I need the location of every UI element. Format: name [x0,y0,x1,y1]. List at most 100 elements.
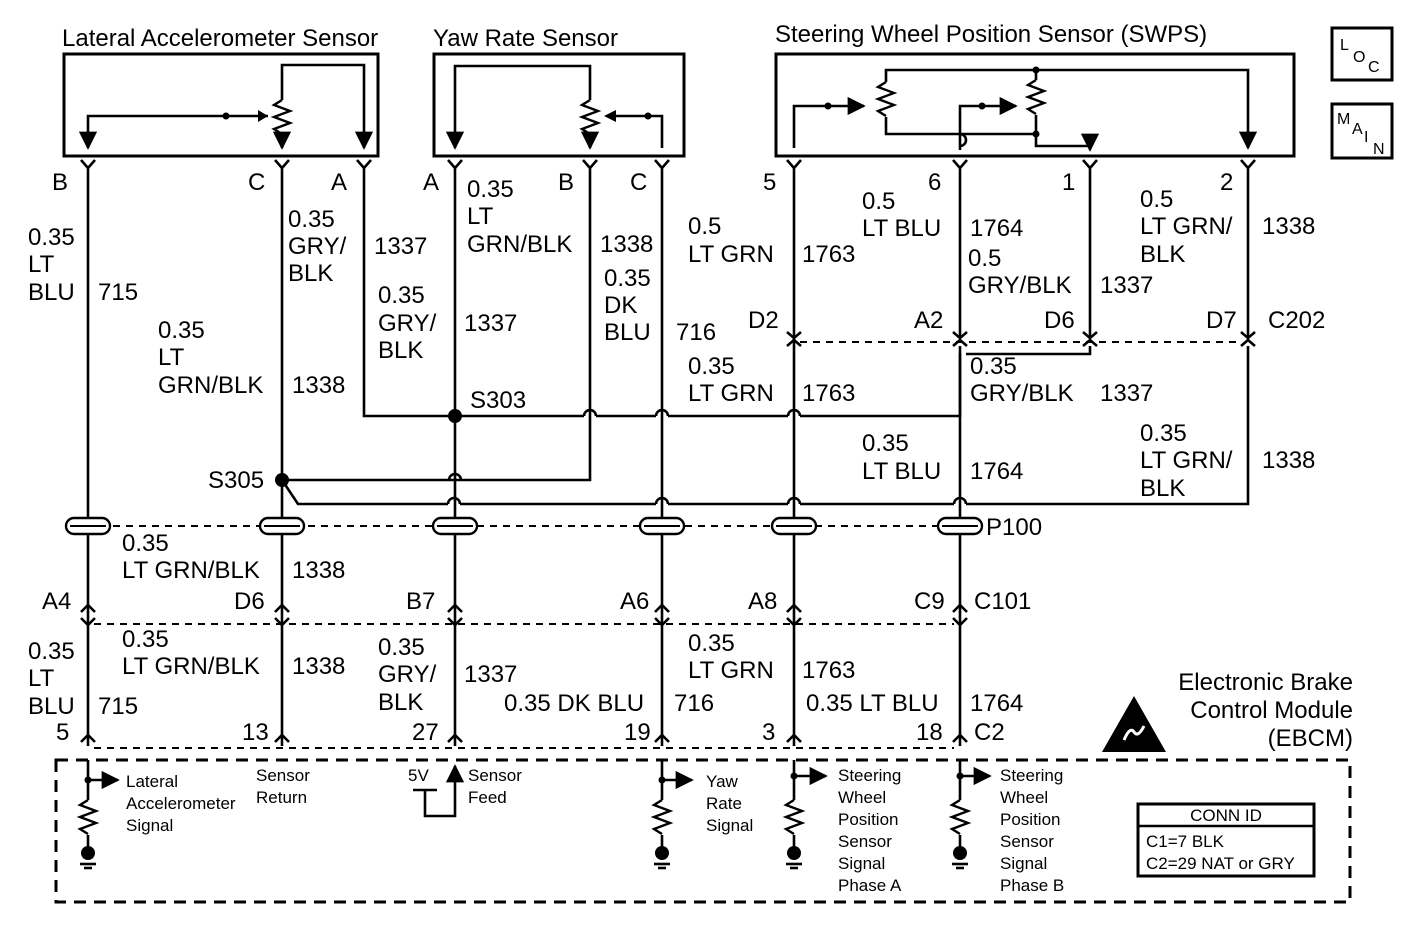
svg-text:0.35: 0.35 [604,265,651,292]
svg-text:LT: LT [28,665,55,692]
svg-text:A: A [1352,121,1363,138]
svg-text:1764: 1764 [970,215,1023,242]
svg-text:0.35: 0.35 [28,638,75,665]
svg-text:C9: C9 [914,588,945,615]
svg-text:1337: 1337 [1100,272,1153,299]
svg-text:0.35: 0.35 [688,630,735,657]
svg-text:Position: Position [838,810,898,829]
svg-text:I: I [1364,129,1368,146]
svg-text:1337: 1337 [464,661,517,688]
svg-text:LT BLU: LT BLU [862,215,941,242]
svg-text:Signal: Signal [1000,854,1047,873]
svg-text:0.5: 0.5 [968,245,1001,272]
svg-text:Accelerometer: Accelerometer [126,794,236,813]
steering-wheel-position-sensor: Steering Wheel Position Sensor (SWPS) [774,21,1296,158]
svg-text:C: C [1368,59,1380,76]
svg-text:Return: Return [256,788,307,807]
svg-text:0.35: 0.35 [28,224,75,251]
svg-text:1764: 1764 [970,458,1023,485]
splice-s303-label: S303 [470,387,526,414]
svg-text:3: 3 [762,719,775,746]
svg-text:0.35: 0.35 [122,626,169,653]
svg-text:DK: DK [604,292,637,319]
yaw-sensor-resistor-icon [578,98,602,136]
svg-text:0.35: 0.35 [378,282,425,309]
swps-pin-1: 1 [1062,169,1075,196]
lat-pin-a: A [331,169,347,196]
svg-text:0.5: 0.5 [1140,186,1173,213]
splice-s305-dot [275,473,289,487]
swps-resistor-a-icon [874,80,898,118]
svg-text:LT GRN/BLK: LT GRN/BLK [122,653,260,680]
svg-text:0.35: 0.35 [158,317,205,344]
p100-passthrough: P100 0.35 LT GRN/BLK 1338 [122,514,1042,584]
svg-text:BLK: BLK [1140,241,1185,268]
svg-text:LT: LT [28,251,55,278]
swps-pin-5: 5 [763,169,776,196]
svg-text:Control Module: Control Module [1190,697,1353,724]
svg-text:LT GRN/: LT GRN/ [1140,213,1233,240]
svg-text:Sensor: Sensor [256,766,310,785]
connector-c101: A4 D6 B7 A6 A8 C9 C101 [42,588,1031,615]
svg-text:Signal: Signal [706,816,753,835]
svg-text:Feed: Feed [468,788,507,807]
svg-text:Sensor: Sensor [468,766,522,785]
svg-text:C101: C101 [974,588,1031,615]
conn-id-title: CONN ID [1190,806,1262,825]
svg-text:716: 716 [674,690,714,717]
conn-id-table: CONN ID C1=7 BLK C2=29 NAT or GRY [1136,802,1316,878]
lateral-sensor-resistor-icon [270,98,294,136]
svg-text:1337: 1337 [1100,380,1153,407]
svg-text:D2: D2 [748,307,779,334]
svg-text:D6: D6 [1044,307,1075,334]
conn-id-row: C2=29 NAT or GRY [1146,854,1295,873]
middle-wire-labels: 0.35 LT GRN 1763 0.35 GRY/BLK 1337 0.35 … [208,353,1315,502]
svg-text:1764: 1764 [970,690,1023,717]
lat-pin-c: C [248,169,265,196]
svg-text:0.35: 0.35 [467,176,514,203]
svg-text:GRN/BLK: GRN/BLK [158,372,263,399]
wire-lines [64,159,1256,749]
svg-text:LT BLU: LT BLU [862,458,941,485]
yaw-pin-c: C [630,169,647,196]
svg-text:715: 715 [98,693,138,720]
ebcm-connector-c2: 5 13 27 19 3 18 C2 [56,719,1005,746]
svg-text:LT GRN/: LT GRN/ [1140,447,1233,474]
lat-pin-b: B [52,169,68,196]
svg-text:P100: P100 [986,514,1042,541]
svg-text:GRY/: GRY/ [288,233,347,260]
lateral-sensor-title: Lateral Accelerometer Sensor [62,25,378,52]
conn-id-row: C1=7 BLK [1146,832,1225,851]
ebcm-circuit-labels: Lateral Accelerometer Signal Sensor Retu… [126,766,1064,895]
svg-text:L: L [1340,37,1349,54]
svg-text:LT GRN: LT GRN [688,380,774,407]
svg-text:Sensor: Sensor [1000,832,1054,851]
connector-c202: D2 A2 D6 D7 C202 [748,307,1325,334]
svg-text:BLK: BLK [288,260,333,287]
svg-text:(EBCM): (EBCM) [1268,725,1353,752]
svg-text:D6: D6 [234,588,265,615]
svg-text:GRY/: GRY/ [378,661,437,688]
svg-text:13: 13 [242,719,269,746]
yaw-pin-a: A [423,169,439,196]
svg-text:Signal: Signal [126,816,173,835]
swps-pin-2: 2 [1220,169,1233,196]
svg-text:0.35: 0.35 [688,353,735,380]
svg-text:BLU: BLU [28,693,75,720]
svg-text:Electronic Brake: Electronic Brake [1178,669,1353,696]
svg-text:GRN/BLK: GRN/BLK [467,231,572,258]
svg-text:Signal: Signal [838,854,885,873]
svg-text:1337: 1337 [374,233,427,260]
svg-text:1763: 1763 [802,380,855,407]
svg-text:Yaw: Yaw [706,772,739,791]
svg-text:0.5: 0.5 [688,213,721,240]
svg-text:1338: 1338 [1262,213,1315,240]
svg-text:0.35: 0.35 [288,206,335,233]
svg-text:M: M [1337,111,1350,128]
svg-text:0.35: 0.35 [122,530,169,557]
svg-text:1763: 1763 [802,241,855,268]
svg-text:B7: B7 [406,588,435,615]
ebcm-internal-circuits [76,760,992,870]
yaw-pin-b: B [558,169,574,196]
svg-text:BLK: BLK [378,689,423,716]
